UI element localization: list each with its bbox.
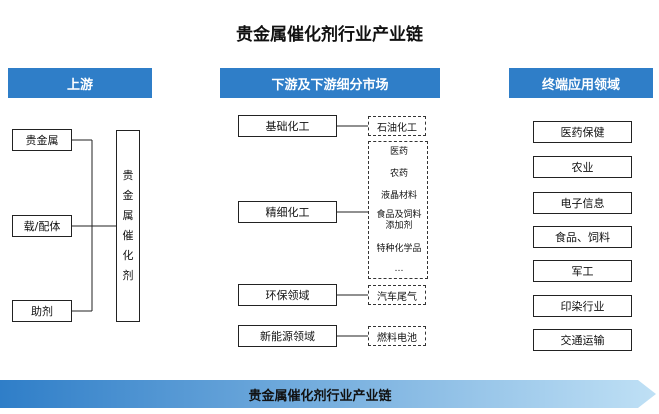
terminal-item: 军工 [533,260,632,282]
product-box: 贵金属催化剂 [116,130,140,322]
market-box-fine-chemicals: 医药 农药 液晶材料 食品及饲料 添加剂 特种化学品 … [368,141,428,279]
market-item: 农药 [389,169,408,179]
upstream-item: 助剂 [12,300,72,322]
terminal-item: 电子信息 [533,192,632,214]
header-upstream: 上游 [8,68,152,98]
terminal-item: 医药保健 [533,121,632,143]
market-item: 液晶材料 [380,191,417,201]
market-item: 特种化学品 [376,244,422,254]
terminal-item: 交通运输 [533,329,632,351]
banner-arrow-shape [0,380,656,408]
header-downstream: 下游及下游细分市场 [220,68,440,98]
downstream-row-label: 新能源领域 [238,325,337,347]
terminal-item: 农业 [533,156,632,178]
upstream-item: 载/配体 [12,215,72,237]
market-box: 汽车尾气 [368,285,426,305]
downstream-row-label: 精细化工 [238,201,337,223]
product-char: 催 [122,229,134,242]
footer-banner-label: 贵金属催化剂行业产业链 [248,388,392,404]
terminal-item: 印染行业 [533,295,632,317]
terminal-item: 食品、饲料 [533,226,632,248]
product-char: 金 [122,189,134,202]
market-box: 石油化工 [368,116,426,136]
market-item: 食品及饲料 添加剂 [376,210,422,231]
product-char: 剂 [122,269,134,282]
footer-banner: 贵金属催化剂行业产业链 [0,380,659,408]
product-char: 属 [122,209,134,222]
market-box: 燃料电池 [368,326,426,346]
product-char: 贵 [122,169,134,182]
upstream-item: 贵金属 [12,129,72,151]
market-item: … [394,264,404,274]
product-char: 化 [122,249,134,262]
header-terminal: 终端应用领域 [509,68,653,98]
diagram-title: 贵金属催化剂行业产业链 [236,25,423,45]
market-item: 医药 [389,147,408,157]
downstream-row-label: 基础化工 [238,115,337,137]
downstream-row-label: 环保领域 [238,284,337,306]
